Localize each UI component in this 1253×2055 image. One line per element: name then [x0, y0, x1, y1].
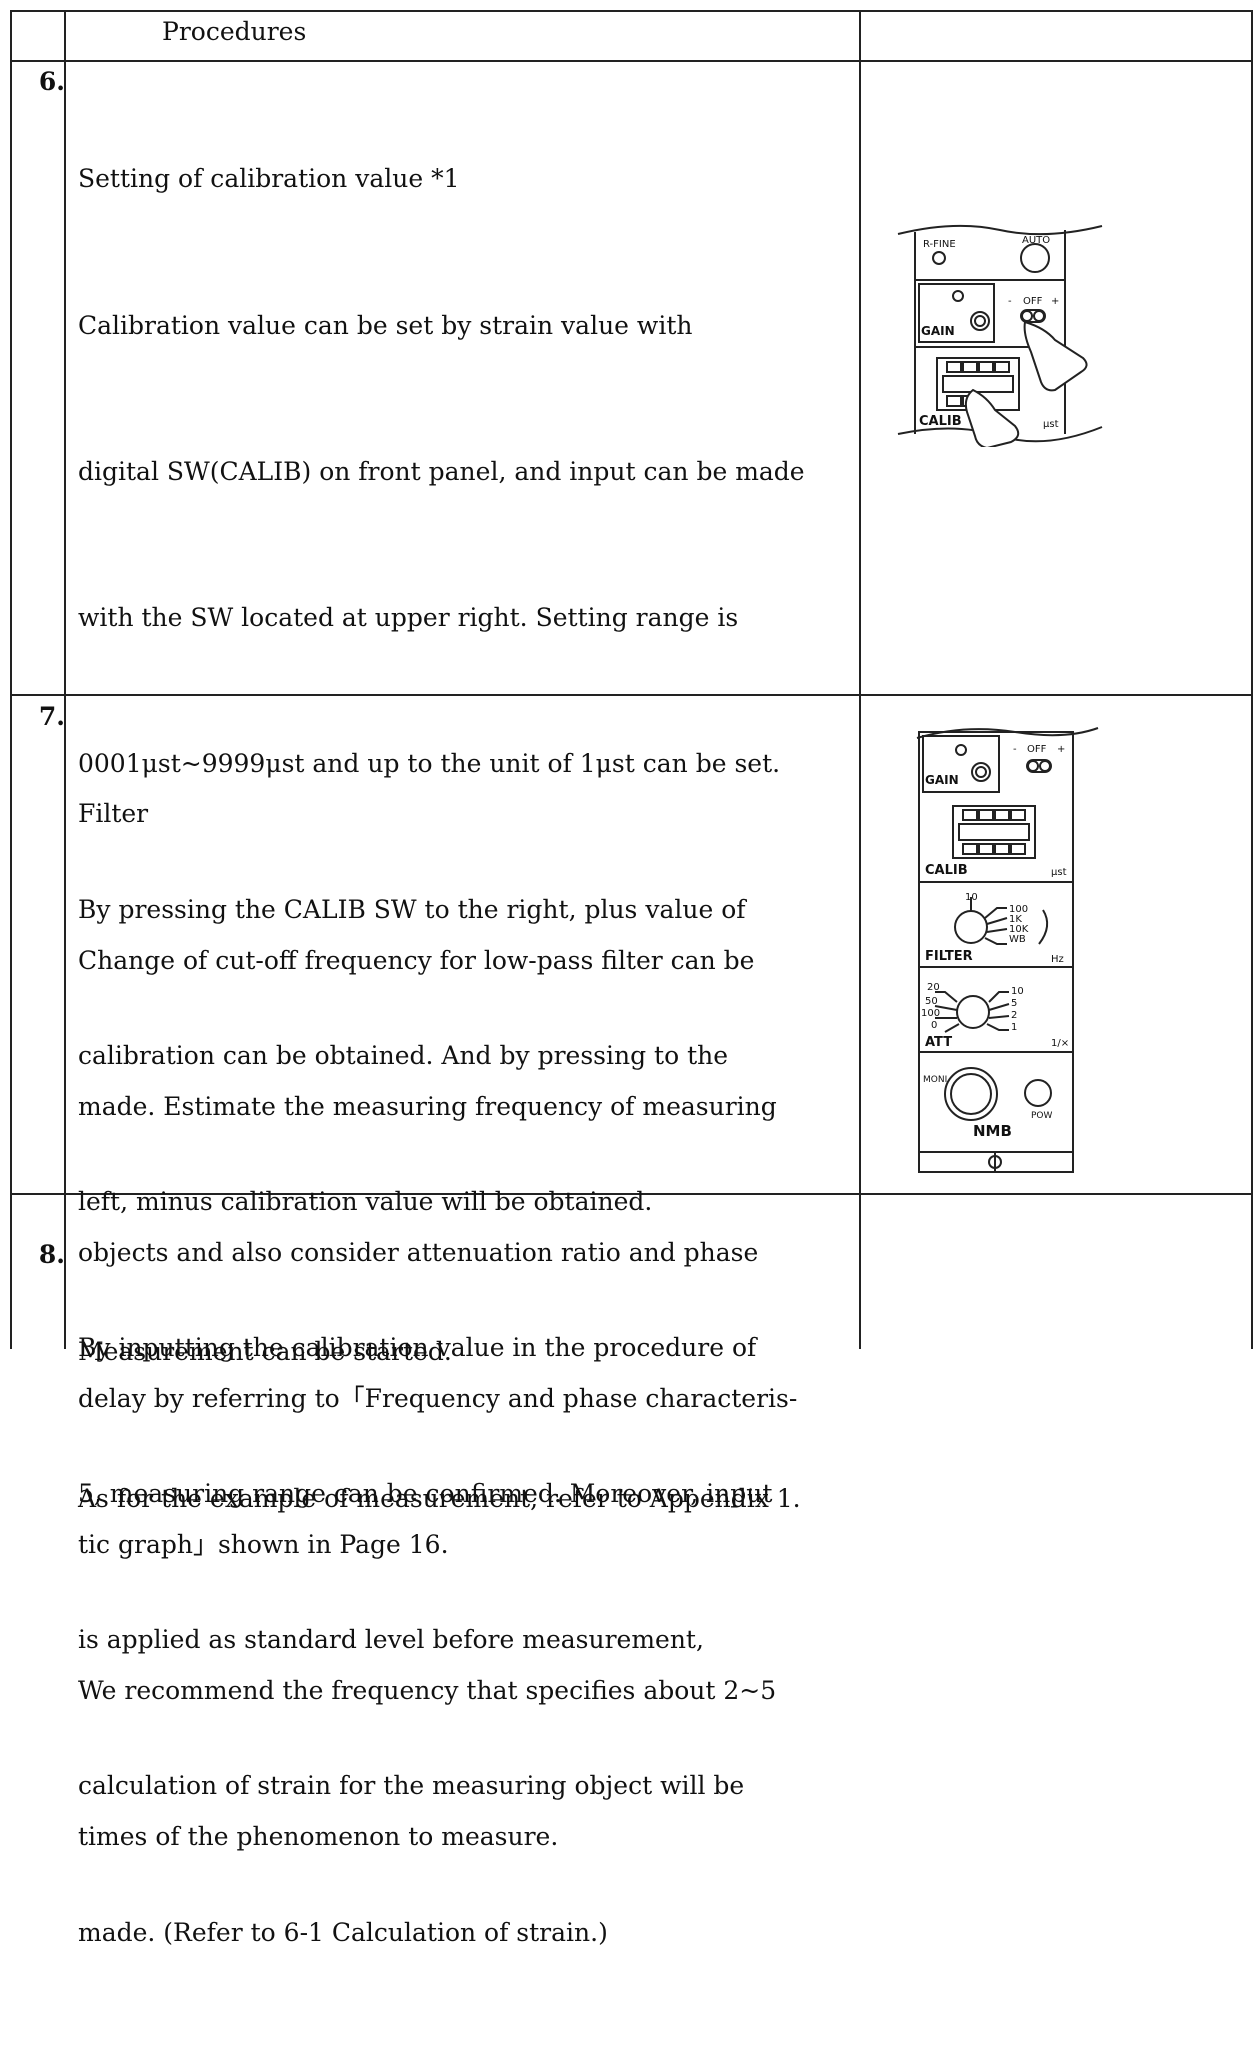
rfine-knob-icon: [932, 251, 946, 265]
gain-led-icon: [952, 290, 964, 302]
calib-digit-switch-icon: [952, 805, 1036, 859]
text-line: times of the phenomenon to measure.: [78, 1822, 559, 1852]
unit-label: μst: [1043, 419, 1059, 430]
filter-knob-icon: [954, 910, 988, 944]
att-label: ATT: [925, 1035, 952, 1050]
right-border: [1251, 10, 1253, 1349]
text-line: Filter: [78, 799, 149, 829]
att-1-label: 1: [1011, 1022, 1017, 1033]
filter-wb-label: WB: [1009, 934, 1026, 945]
hand-pointer-icon: [964, 388, 1020, 447]
gain-label: GAIN: [921, 324, 955, 338]
gain-box: [918, 283, 995, 343]
text-line: Calibration value can be set by strain v…: [78, 310, 693, 340]
text-line: calibration can be obtained. And by pres…: [78, 1040, 729, 1070]
minus-label: -: [1013, 744, 1017, 755]
pow-label: POW: [1031, 1111, 1053, 1121]
gain-box: [922, 735, 1000, 793]
att-knob-icon: [956, 995, 990, 1029]
rotate-arrow-icon: [1038, 909, 1049, 945]
off-label: OFF: [1023, 296, 1043, 307]
text-line: left, minus calibration value will be ob…: [78, 1187, 653, 1217]
calib-label: CALIB: [919, 414, 962, 429]
row7-bottom-border: [10, 1193, 1253, 1195]
text-line: Setting of calibration value *1: [78, 164, 460, 194]
gain-knob-icon: [970, 311, 990, 331]
step-number: 8.: [38, 1240, 65, 1269]
row6-bottom-border: [10, 694, 1253, 696]
calibration-panel-illustration: R-FINE AUTO GAIN - OFF + CALIB μst: [897, 224, 1103, 447]
text-line: Change of cut-off frequency for low-pass…: [78, 945, 755, 975]
calib-label: CALIB: [925, 863, 968, 878]
gain-label: GAIN: [925, 773, 959, 787]
step-8-text: Measurement can be started. As for the e…: [78, 1231, 858, 1621]
text-line: We recommend the frequency that specifie…: [78, 1675, 777, 1705]
text-line: objects and also consider attenuation ra…: [78, 1237, 759, 1267]
text-line: As for the example of measurement, refer…: [78, 1483, 801, 1513]
filter-panel-illustration: GAIN - OFF + CALIB μst 10 100 1K 10K WB …: [916, 727, 1099, 1173]
text-column-border: [859, 10, 861, 1349]
filter-label: FILTER: [925, 949, 973, 964]
text-line: digital SW(CALIB) on front panel, and in…: [78, 456, 805, 486]
gain-led-icon: [955, 744, 967, 756]
step-number: 6.: [38, 67, 65, 96]
step-number: 7.: [38, 702, 65, 731]
text-line: with the SW located at upper right. Sett…: [78, 602, 739, 632]
text-line: By pressing the CALIB SW to the right, p…: [78, 894, 746, 924]
procedures-header: Procedures: [162, 17, 307, 46]
off-label: OFF: [1027, 744, 1047, 755]
unit-label: μst: [1051, 867, 1067, 878]
filter-10-label: 10: [965, 892, 978, 903]
filter-10k-label: 10K: [1009, 924, 1029, 935]
att-20-label: 20: [927, 982, 940, 993]
att-0-label: 0: [931, 1020, 937, 1031]
att-5-label: 5: [1011, 998, 1017, 1009]
plus-label: +: [1051, 296, 1059, 307]
header-bottom-border: [10, 60, 1253, 62]
text-line: made. Estimate the measuring frequency o…: [78, 1091, 777, 1121]
procedure-table: Procedures 6. Setting of calibration val…: [10, 10, 1253, 1947]
att-unit-label: 1/×: [1051, 1038, 1069, 1049]
number-column-border: [64, 10, 66, 1349]
att-10-label: 10: [1011, 986, 1024, 997]
moni-label: MONI: [923, 1075, 947, 1085]
filter-1k-label: 1K: [1009, 914, 1022, 925]
power-lamp-icon: [1024, 1079, 1052, 1107]
panel-top-wave: [897, 224, 1103, 236]
att-2-label: 2: [1011, 1010, 1017, 1021]
text-line: 0001μst~9999μst and up to the unit of 1μ…: [78, 748, 781, 778]
auto-label: AUTO: [1022, 235, 1050, 246]
att-50-label: 50: [925, 996, 938, 1007]
table-top-border: [10, 10, 1253, 12]
plus-label: +: [1057, 744, 1065, 755]
text-line: Measurement can be started.: [78, 1337, 452, 1367]
hz-label: Hz: [1051, 954, 1064, 965]
brand-label: NMB: [973, 1122, 1012, 1140]
moni-knob-icon: [944, 1067, 998, 1121]
minus-label: -: [1008, 296, 1012, 307]
gain-knob-icon: [971, 762, 991, 782]
att-100-label: 100: [921, 1008, 940, 1019]
auto-knob-icon: [1020, 243, 1050, 273]
hand-pointer-icon: [1023, 320, 1088, 392]
filter-100-label: 100: [1009, 904, 1028, 915]
left-border: [10, 10, 12, 1349]
rfine-label: R-FINE: [923, 239, 956, 250]
